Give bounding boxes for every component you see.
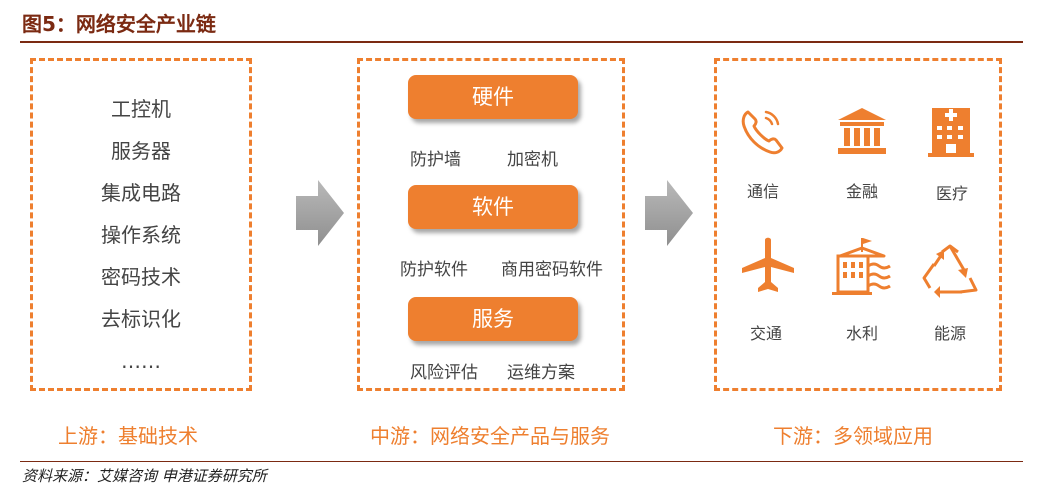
software-sub-crypto: 商用密码软件 <box>501 260 603 280</box>
upstream-box <box>30 58 252 391</box>
downstream-label-finance: 金融 <box>845 182 878 201</box>
upstream-caption: 上游：基础技术 <box>58 424 198 448</box>
upstream-item: 去标识化 <box>101 307 181 331</box>
title-rule <box>20 41 1023 43</box>
flow-arrow-icon <box>296 180 344 246</box>
software-pill: 软件 <box>408 185 578 229</box>
upstream-item: 集成电路 <box>101 181 181 205</box>
upstream-item-ellipsis: …… <box>121 349 161 373</box>
service-sub-ops: 运维方案 <box>507 363 575 383</box>
software-sub-protection: 防护软件 <box>400 260 468 280</box>
phone-icon <box>741 110 784 155</box>
hospital-icon <box>928 108 974 157</box>
upstream-list: 工控机 服务器 集成电路 操作系统 密码技术 去标识化 …… <box>30 88 252 382</box>
flow-arrow-icon <box>645 180 693 246</box>
midstream-box <box>357 58 625 391</box>
water-conservancy-icon <box>832 238 891 295</box>
airplane-icon <box>742 237 794 292</box>
upstream-item: 服务器 <box>111 139 171 163</box>
source-rule <box>20 461 1023 462</box>
downstream-caption: 下游：多领域应用 <box>773 424 933 448</box>
downstream-box <box>714 58 1002 391</box>
service-sub-risk: 风险评估 <box>410 363 478 383</box>
downstream-label-energy: 能源 <box>933 324 966 343</box>
midstream-caption: 中游：网络安全产品与服务 <box>370 424 610 448</box>
upstream-item: 密码技术 <box>101 265 181 289</box>
source-note: 资料来源：艾媒咨询 申港证券研究所 <box>22 467 267 485</box>
recycle-icon <box>922 244 978 298</box>
hardware-sub-encryptor: 加密机 <box>507 150 558 170</box>
downstream-label-telecom: 通信 <box>746 182 779 201</box>
downstream-label-water: 水利 <box>845 324 878 343</box>
upstream-item: 工控机 <box>111 97 171 121</box>
figure-title: 图5：网络安全产业链 <box>22 12 216 36</box>
hardware-pill: 硬件 <box>408 75 578 119</box>
upstream-item: 操作系统 <box>101 223 181 247</box>
service-pill: 服务 <box>408 297 578 341</box>
hardware-sub-firewall: 防护墙 <box>410 150 461 170</box>
downstream-label-transport: 交通 <box>749 324 782 343</box>
downstream-label-medical: 医疗 <box>935 184 968 203</box>
bank-icon <box>838 108 886 154</box>
